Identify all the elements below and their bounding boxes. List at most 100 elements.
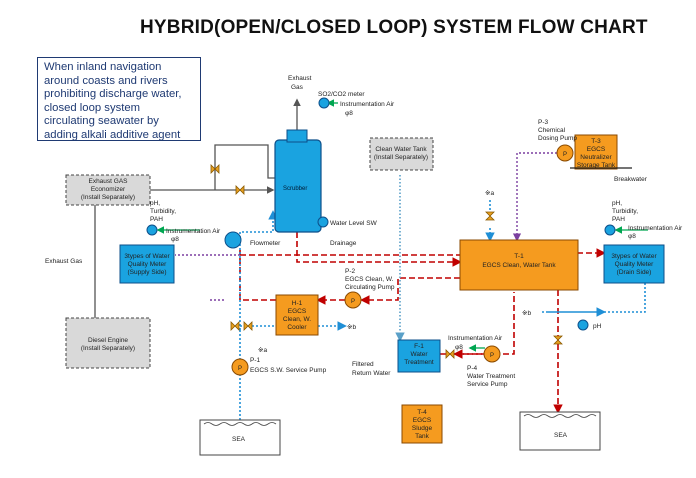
flowmeter-label: Flowmeter xyxy=(250,240,281,247)
valve-icon xyxy=(235,185,245,195)
sea-right xyxy=(519,411,601,451)
h1-label-3: Clean, W. xyxy=(283,316,311,323)
t1-label-2: EGCS Clean, Water Tank xyxy=(482,262,556,269)
t4-label-1: T-4 xyxy=(417,409,427,416)
instr-air-label-1: Instrumentation Air xyxy=(340,101,395,108)
t4-label-2: EGCS xyxy=(413,417,432,424)
diesel-engine xyxy=(65,317,151,369)
drainage-line xyxy=(296,232,462,267)
clean-water-tank xyxy=(369,137,434,171)
pump-p1-letter: P xyxy=(238,366,242,372)
h1-cooler xyxy=(275,294,319,336)
diesel-label-2: (Install Separately) xyxy=(81,345,135,352)
t3-label-1: T-3 xyxy=(591,138,601,145)
quality-meter-supply xyxy=(119,244,175,284)
instr-air-label-4: Instrumentation Air xyxy=(448,335,503,342)
economizer-label-2: Economizer xyxy=(91,186,126,193)
diagram-labels: Exhaust Gas SO2/CO2 meter Instrumentatio… xyxy=(45,75,683,443)
t4-label-4: Tank xyxy=(415,433,429,440)
clean-water-lines xyxy=(395,175,426,430)
pump-p3-letter: P xyxy=(563,152,567,158)
h1-label-1: H-1 xyxy=(292,300,303,307)
exhaust-gas-top-1: Exhaust xyxy=(288,75,312,82)
scrubber-stack xyxy=(286,129,308,143)
economizer-label-1: Exhaust GAS xyxy=(88,178,128,185)
valves xyxy=(210,164,563,359)
dosing-lines xyxy=(175,152,557,301)
chart-title: HYBRID(OPEN/CLOSED LOOP) SYSTEM FLOW CHA… xyxy=(140,17,648,38)
water-level-label: Water Level SW xyxy=(330,220,378,227)
filtered-label-2: Return Water xyxy=(352,370,391,377)
p3-label-1: P-3 xyxy=(538,119,549,126)
clean-tank-label-1: Clean Water Tank xyxy=(375,146,427,153)
h1-label-2: EGCS xyxy=(288,308,307,315)
t1-label-1: T-1 xyxy=(514,253,524,260)
sea-left xyxy=(199,419,281,456)
t3-label-2: EGCS xyxy=(587,146,606,153)
qm-drain-3: (Drain Side) xyxy=(617,269,652,276)
ph-label: pH xyxy=(593,323,602,330)
seawater-to-scrubber-line xyxy=(239,210,278,330)
mark-b-2: ※b xyxy=(522,310,531,317)
drain-air-sensor-icon xyxy=(604,224,616,236)
sea-discharge xyxy=(199,411,601,456)
so2-meter-label: SO2/CO2 meter xyxy=(318,91,365,98)
valve-icon xyxy=(230,321,240,331)
economizer-label-3: (Install Separately) xyxy=(81,194,135,201)
valve-icon xyxy=(553,335,563,345)
valve-icon xyxy=(485,211,495,221)
pump-p4 xyxy=(483,345,501,363)
supply-air-sensor-icon xyxy=(146,224,158,236)
ph-drain-1: pH, xyxy=(612,200,622,207)
p3-label-2: Chemical xyxy=(538,127,566,134)
air-lines xyxy=(156,99,648,352)
dosing-to-t1-line xyxy=(512,152,557,242)
qm-drain-1: 3types of Water xyxy=(611,253,657,260)
t3-label-3: Neutralizer xyxy=(580,154,612,161)
quality-meter-drain xyxy=(603,244,665,284)
mark-a-1: ※a xyxy=(485,190,494,197)
ph-supply-1: pH, xyxy=(150,200,160,207)
valve-icon xyxy=(210,164,220,174)
p1-label-1: P-1 xyxy=(250,357,261,364)
pump-p1 xyxy=(231,358,249,376)
mark-b-1: ※b xyxy=(347,324,356,331)
instr-air-label-3: Instrumentation Air xyxy=(628,225,683,232)
drainage-label: Drainage xyxy=(330,240,357,247)
h1-to-scrubber-line xyxy=(239,250,276,301)
p3-label-3: Dosing Pump xyxy=(538,135,577,142)
phi8-label-4: φ8 xyxy=(455,344,463,351)
so2-sensor-icon xyxy=(318,97,330,109)
p4-label-2: Water Treatment xyxy=(467,373,515,380)
sea-label-left: SEA xyxy=(232,436,246,443)
ph-supply-2: Turbidity, xyxy=(150,208,176,215)
p2-label-1: P-2 xyxy=(345,268,356,275)
t1-to-p2-line xyxy=(360,277,460,305)
p2-label-2: EGCS Clean, W. xyxy=(345,276,394,283)
ph-supply-3: PAH xyxy=(150,216,163,223)
t4-sludge-tank xyxy=(401,404,443,444)
exhaust-gas-side-label: Exhaust Gas xyxy=(45,258,83,265)
t3-neutralizer-tank xyxy=(574,134,618,170)
bypass-line xyxy=(214,144,276,190)
p4-label-1: P-4 xyxy=(467,365,478,372)
drain-meter-return xyxy=(558,283,646,313)
sea-label-right: SEA xyxy=(554,432,568,439)
pump-p4-letter: P xyxy=(490,353,494,359)
closed-loop-note: When inland navigation around coasts and… xyxy=(37,57,201,141)
f1-label-3: Treatment xyxy=(404,359,434,366)
qm-supply-1: 3types of Water xyxy=(124,253,170,260)
filtered-label-1: Filtered xyxy=(352,361,374,368)
valve-icon xyxy=(445,349,455,359)
scrubber-label: Scrubber xyxy=(283,186,307,192)
phi8-label-3: φ8 xyxy=(628,233,636,240)
exhaust-gas-economizer xyxy=(65,174,151,206)
pump-p3 xyxy=(556,144,574,162)
instr-air-label-2: Instrumentation Air xyxy=(166,228,221,235)
f1-label-2: Water xyxy=(410,351,428,358)
t1-clean-water-tank xyxy=(459,239,579,291)
pump-p2 xyxy=(344,291,362,309)
phi8-label-1: φ8 xyxy=(345,110,353,117)
